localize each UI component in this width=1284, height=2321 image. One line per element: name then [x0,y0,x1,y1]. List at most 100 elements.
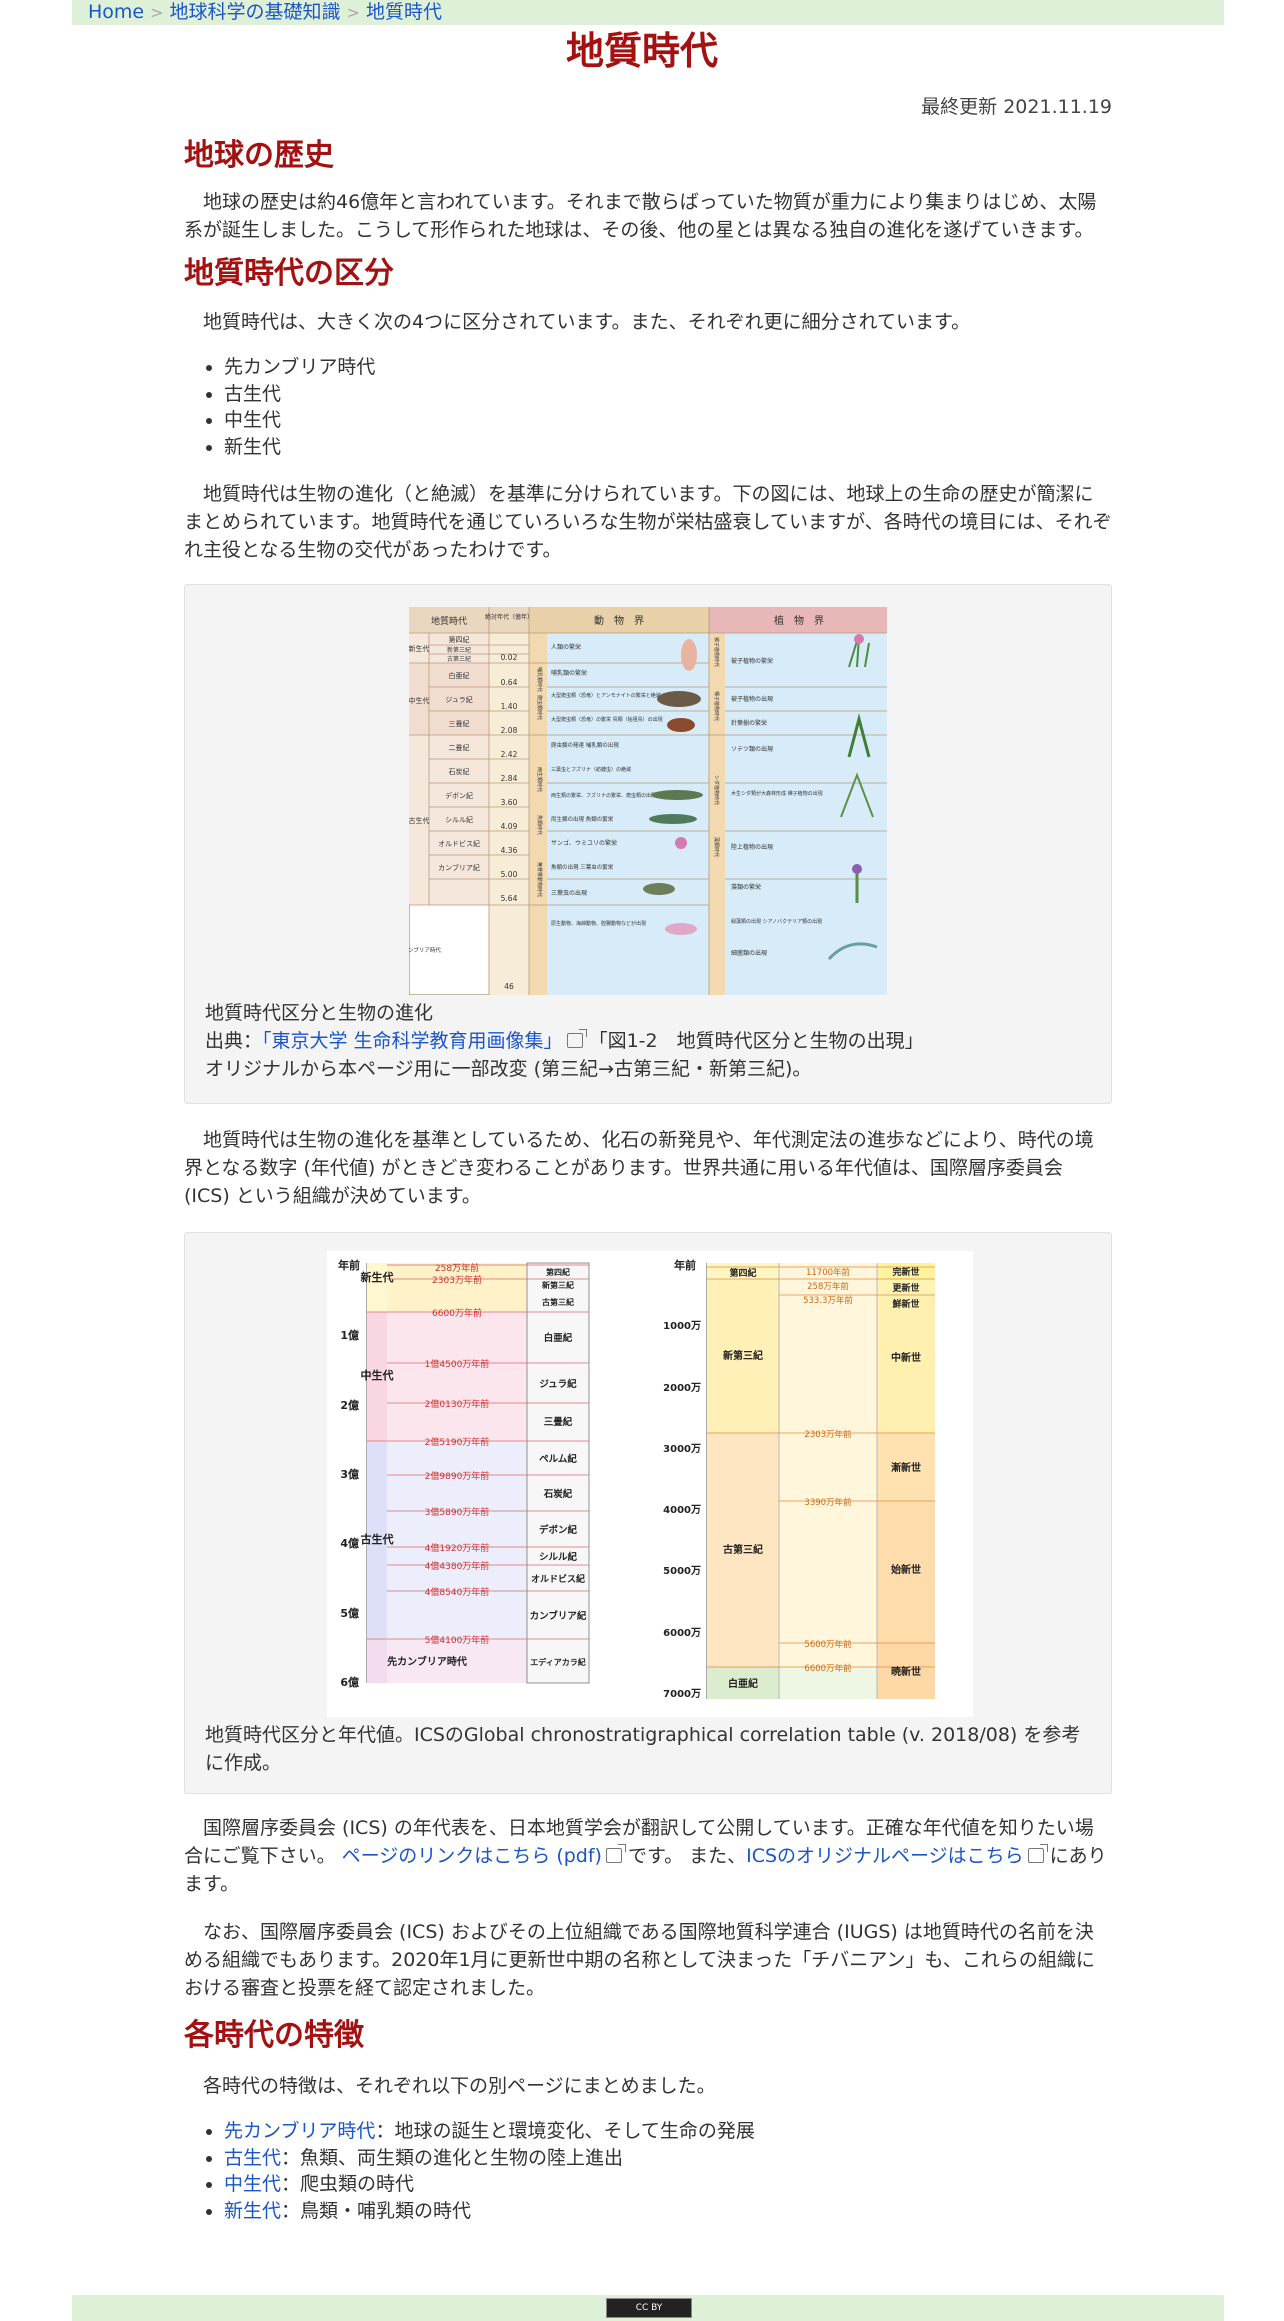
left-axis-tick: 1億 [340,1328,359,1342]
era-label: 古生代 [409,816,430,825]
precambrian-link[interactable]: 先カンブリア時代 [224,2120,376,2142]
breadcrumb: Home>地球科学の基礎知識>地質時代 [72,0,1224,25]
plant-event: ソテツ類の出現 [731,745,773,753]
cenozoic-link[interactable]: 新生代 [224,2199,282,2222]
breadcrumb-separator: > [346,3,360,22]
external-link-icon [605,1844,626,1863]
left-axis-tick: 3億 [340,1467,359,1481]
left-period-label: ペルム紀 [539,1453,577,1465]
chart-header: 絶対年代（億年） [485,613,533,621]
right-epoch-label: 更新世 [892,1282,919,1294]
list-item: 古生代：魚類、両生類の進化と生物の陸上進出 [224,2145,1112,2172]
right-axis-tick: 5000万 [663,1565,701,1577]
age-value: 5.64 [501,894,518,903]
ics-original-link[interactable]: ICSのオリジナルページはこちら [746,1845,1024,1867]
era-label: 中生代 [409,696,430,705]
ics-pdf-link[interactable]: ページのリンクはこちら (pdf) [341,1845,602,1867]
left-axis-tick: 2億 [340,1398,359,1412]
right-epoch-label: 中新世 [891,1351,921,1364]
list-item: 先カンブリア時代：地球の誕生と環境変化、そして生命の発展 [224,2118,1112,2145]
source-prefix: 出典： [205,1030,263,1052]
left-boundary: 4億1920万年前 [425,1542,490,1554]
right-axis-tick: 1000万 [663,1320,701,1332]
period-label: 三畳紀 [449,719,470,728]
right-axis-tick: 6000万 [663,1627,701,1639]
right-boundary: 6600万年前 [804,1663,852,1674]
period-label: 新第三紀 [447,646,471,654]
breadcrumb-current-link[interactable]: 地質時代 [365,1,442,23]
right-axis-tick: 2000万 [663,1382,701,1394]
left-era-label: 古生代 [361,1532,394,1546]
breadcrumb-home-link[interactable]: Home [88,1,145,23]
heading-features: 各時代の特徴 [184,2018,364,2053]
plant-era: 裸子植物時代 [713,691,720,721]
period-label: デボン紀 [445,791,473,800]
left-boundary: 2303万年前 [432,1274,482,1286]
chart-header: 植 物 界 [774,614,824,627]
paragraph-division-2: 地質時代は生物の進化（と絶滅）を基準に分けられています。下の図には、地球上の生命… [184,483,1112,561]
animal-event: サンゴ、ウミユリの繁栄 [551,839,617,847]
period-label: オルドビス紀 [438,839,480,848]
heading-history: 地球の歴史 [184,138,334,173]
plant-event: 緑藻類の出現 シアノバクテリア類の出現 [731,918,822,925]
left-boundary: 2億9890万年前 [425,1470,490,1482]
organism-illustrations [643,634,878,961]
period-label: 第四紀 [449,635,470,644]
left-period-label: 白亜紀 [544,1332,573,1344]
right-epoch-label: 完新世 [892,1266,919,1278]
feature-desc: ：爬虫類の時代 [281,2173,415,2195]
animal-event: 原生動物、海綿動物、腔腸動物などが出現 [551,920,646,927]
paragraph-ics-role: なお、国際層序委員会 (ICS) およびその上位組織である国際地質科学連合 (I… [184,1921,1095,1999]
left-era-label: 先カンブリア時代 [387,1655,467,1668]
paragraph-division-3: 地質時代は生物の進化を基準としているため、化石の新発見や、年代測定法の進歩などに… [184,1129,1094,1207]
evolution-chart-image: 地質時代 絶対年代（億年） 動 物 界 植 物 界 新生代 中生代 古生代 先カ… [409,607,887,995]
era-list: 先カンブリア時代 古生代 中生代 新生代 [184,354,1112,460]
chart-header: 地質時代 [431,615,467,627]
list-item: 中生代 [224,407,1112,434]
age-value: 0.64 [501,678,518,687]
last-updated: 最終更新 2021.11.19 [921,96,1112,118]
age-value: 46 [504,982,514,991]
external-link-icon [566,1029,587,1048]
left-period-label: シルル紀 [539,1551,578,1563]
animal-event: 両生類の出現 魚類の繁栄 [551,815,614,823]
plant-event: 木生シダ類が大森林形成 裸子植物の出現 [731,790,823,797]
animal-era: 無脊椎動物時代 [536,862,543,897]
heading-division: 地質時代の区分 [184,256,394,291]
left-period-label: カンブリア紀 [530,1610,587,1622]
animal-era: 両生類時代 [536,767,543,792]
left-era-label: 新生代 [361,1270,394,1284]
animal-event: 大型爬虫類（恐竜）の繁栄 鳥類（始祖鳥）の出現 [551,716,663,723]
feature-desc: ：魚類、両生類の進化と生物の陸上進出 [281,2146,624,2169]
source-link[interactable]: 「東京大学 生命科学教育用画像集」 [262,1030,563,1052]
page-title: 地質時代 [565,29,718,73]
paragraph-features-intro: 各時代の特徴は、それぞれ以下の別ページにまとめました。 [203,2075,716,2097]
plant-event: 陸上植物の出現 [731,843,773,851]
age-value: 4.09 [501,822,518,831]
ics-text-pre: 国際層序委員会 (ICS) の年代表を、日本地質学会が翻訳して公開しています。正… [184,1817,1094,1867]
left-period-label: 新第三紀 [542,1280,574,1290]
animal-era: 魚類時代 [536,815,543,835]
age-value: 5.00 [501,870,518,879]
left-boundary: 4億4380万年前 [425,1560,490,1572]
plant-era: シダ植物時代 [713,775,720,805]
cc-license-badge[interactable]: CC BY [606,2298,692,2318]
animal-era: 哺乳類時代 [536,667,543,692]
right-boundary: 533.3万年前 [803,1295,853,1306]
mesozoic-link[interactable]: 中生代 [224,2173,282,2195]
left-boundary: 2億0130万年前 [425,1398,490,1410]
left-era-label: 中生代 [361,1368,394,1382]
feature-desc: ：鳥類・哺乳類の時代 [281,2199,472,2222]
breadcrumb-level1-link[interactable]: 地球科学の基礎知識 [169,1,341,23]
right-epoch-label: 始新世 [891,1563,921,1576]
figure-timescale: 年前 1億 2億 3億 4億 5億 6億 [184,1232,1112,1794]
figure-evolution: 地質時代 絶対年代（億年） 動 物 界 植 物 界 新生代 中生代 古生代 先カ… [184,584,1112,1104]
paleozoic-link[interactable]: 古生代 [224,2146,282,2169]
animal-event: 大型爬虫類（恐竜）とアンモナイトの繁栄と絶滅 [551,692,661,699]
ics-text-mid: です。 また、 [627,1845,747,1867]
age-value: 3.60 [501,798,518,807]
left-period-label: 第四紀 [546,1267,570,1277]
animal-event: 三葉虫とフズリナ（紡錘虫）の絶滅 [551,766,631,773]
main-content: 地球の歴史 地球の歴史は約46億年と言われています。それまで散らばっていた物質が… [184,132,1112,2224]
right-axis-title: 年前 [674,1258,696,1272]
